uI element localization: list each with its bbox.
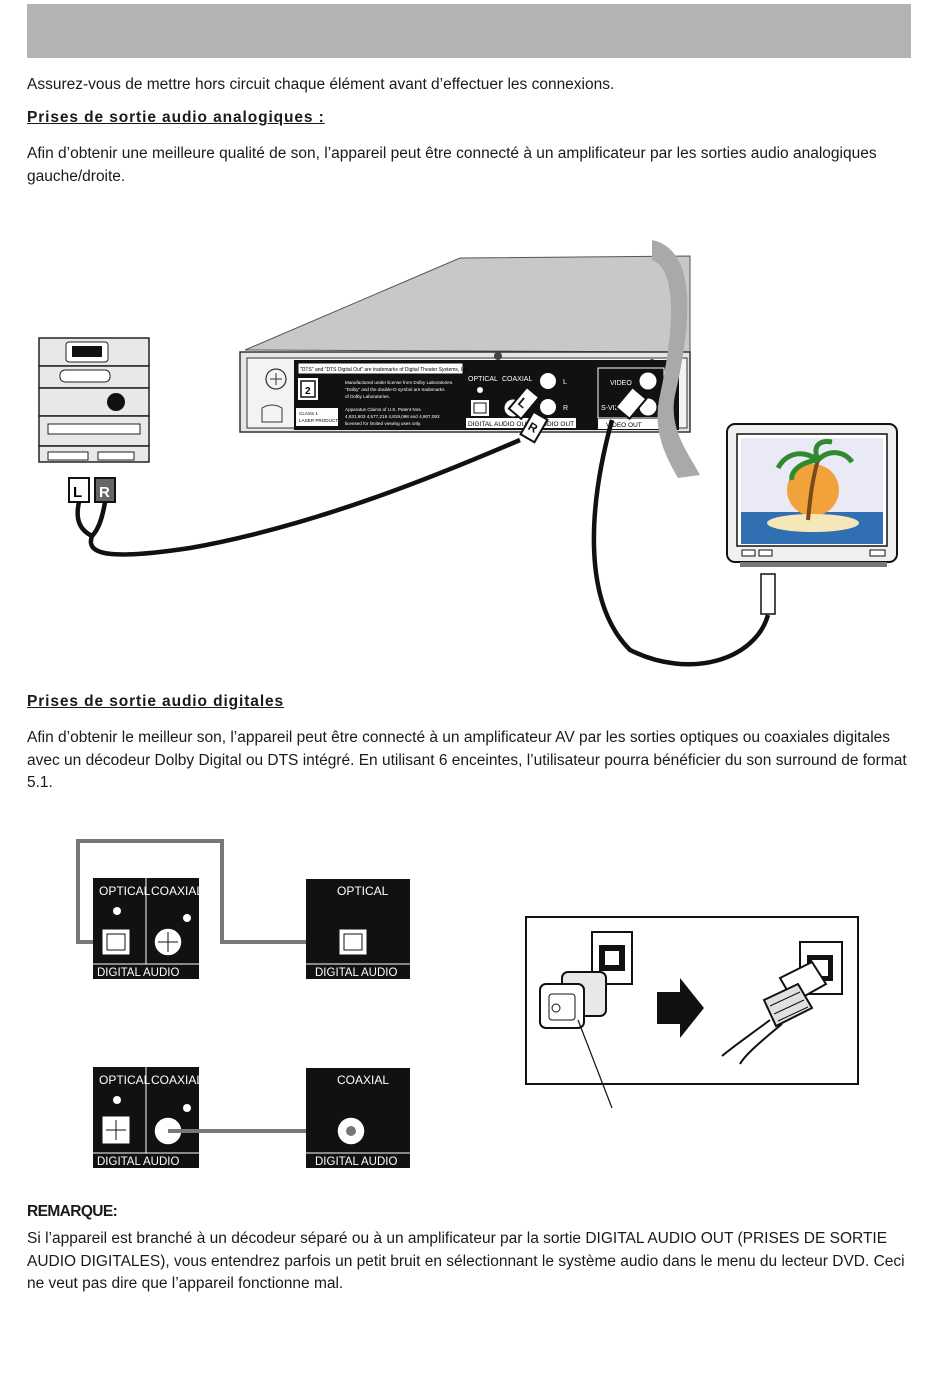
panel-optical-label: OPTICAL xyxy=(468,376,498,383)
jack-label-R: R xyxy=(99,484,110,501)
stereo-system xyxy=(38,337,150,463)
remark-title: REMARQUE: xyxy=(27,1203,118,1220)
panel-svideo-label: S-VIDEO xyxy=(601,405,630,412)
amp-coaxial-label: COAXIAL xyxy=(337,1073,389,1087)
optical-plug-insertion-diagram xyxy=(525,916,859,1109)
heading-digital-outputs: Prises de sortie audio digitales xyxy=(27,693,285,710)
panel-video-label: VIDEO xyxy=(610,380,632,387)
video-cable xyxy=(591,419,771,667)
optical-label: OPTICAL xyxy=(99,884,151,898)
panel-label-R: R xyxy=(563,405,568,412)
arrow-icon xyxy=(657,978,704,1038)
panel-audio-out-label: AUDIO OUT xyxy=(538,421,574,428)
dolby-notice-2: "Dolby" and the double-D symbol are trad… xyxy=(345,387,445,392)
coaxial-label: COAXIAL xyxy=(151,884,203,898)
coaxial-connection-diagram: OPTICAL COAXIAL DIGITAL AUDIO COAXIAL DI… xyxy=(93,1067,410,1168)
digital-description: Afin d’obtenir le meilleur son, l’appare… xyxy=(27,729,907,791)
heading-analog-outputs: Prises de sortie audio analogiques : xyxy=(27,109,325,126)
amp-optical-label: OPTICAL xyxy=(337,884,389,898)
audio-cable xyxy=(75,437,521,557)
class-label-2: LASER PRODUCT xyxy=(299,418,338,423)
digital-audio-label: DIGITAL AUDIO xyxy=(97,967,179,979)
amp-digital-panel-coaxial xyxy=(306,1068,410,1168)
panel-label-L: L xyxy=(563,379,567,386)
coax-optical-label: OPTICAL xyxy=(99,1073,151,1087)
panel-video-out-label: VIDEO OUT xyxy=(606,422,642,429)
coax-coaxial-label: COAXIAL xyxy=(151,1073,203,1087)
dvd-player: "DTS" and "DTS Digital Out" are trademar… xyxy=(239,255,691,433)
dolby-notice-3: of Dolby Laboratories. xyxy=(345,394,390,399)
amp-digital-audio-label: DIGITAL AUDIO xyxy=(315,967,397,979)
analog-connection-diagram: "DTS" and "DTS Digital Out" are trademar… xyxy=(38,240,898,667)
dolby-notice-1: Manufactured under license from Dolby La… xyxy=(345,380,453,385)
jack-label-L: L xyxy=(73,484,82,501)
optical-port-with-cap xyxy=(539,931,633,1029)
header-bar xyxy=(27,4,911,58)
coax-digital-audio-label: DIGITAL AUDIO xyxy=(97,1156,179,1168)
stereo-rca-jacks: L R xyxy=(68,477,116,503)
amp-coax-digital-audio-label: DIGITAL AUDIO xyxy=(315,1156,397,1168)
remark-body: Si l’appareil est branché à un décodeur … xyxy=(27,1230,905,1292)
patent-line-3: licensed for limited viewing uses only. xyxy=(345,421,421,426)
dts-notice: "DTS" and "DTS Digital Out" are trademar… xyxy=(300,367,469,373)
intro-text: Assurez-vous de mettre hors circuit chaq… xyxy=(27,76,615,93)
optical-plug-inserted xyxy=(721,941,843,1065)
television xyxy=(726,423,898,567)
patent-line-2: 4,631,603 4,577,216 4,819,098 and 4,907,… xyxy=(345,414,440,419)
panel-digital-out-label: DIGITAL AUDIO OUT xyxy=(468,421,530,428)
region-code: 2 xyxy=(305,386,311,397)
class-label-1: CLASS 1 xyxy=(299,411,318,416)
optical-connection-diagram: OPTICAL COAXIAL DIGITAL AUDIO OPTICAL DI… xyxy=(76,839,410,979)
rca-plugs-on-panel: L R xyxy=(507,385,648,444)
patent-line-1: Apparatus Claims of U.S. Patent Nos. xyxy=(345,407,422,412)
analog-description: Afin d’obtenir une meilleure qualité de … xyxy=(27,145,877,185)
tv-video-plug xyxy=(760,573,776,615)
panel-coaxial-label: COAXIAL xyxy=(502,376,532,383)
